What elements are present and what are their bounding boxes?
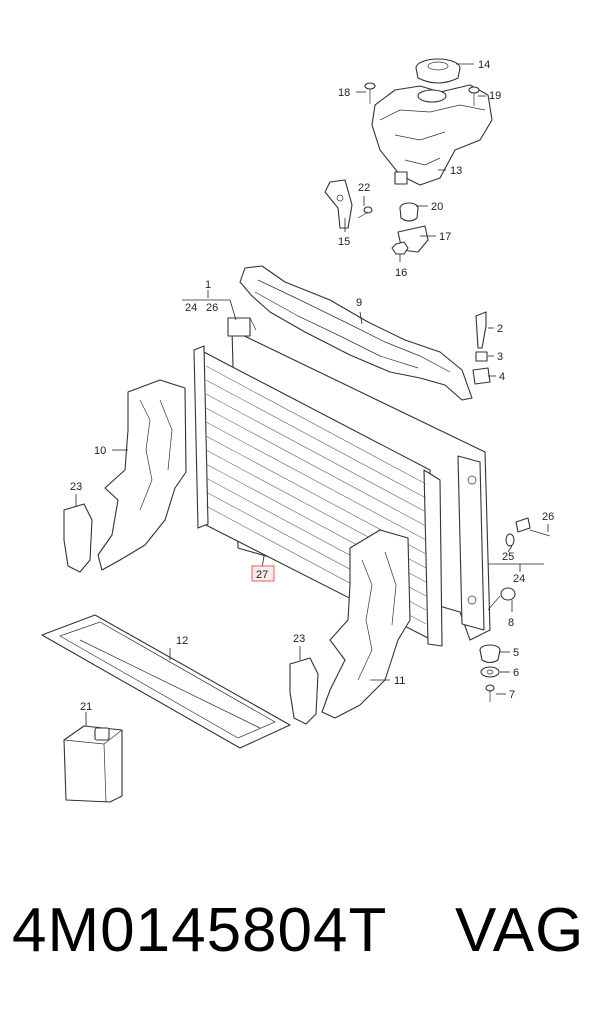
- cap-20: [399, 202, 419, 222]
- callout-26-top: 26: [206, 302, 218, 314]
- callout-23-left: 23: [70, 481, 82, 493]
- callout-6: 6: [513, 667, 519, 679]
- side-tank: [457, 455, 485, 631]
- callout-15: 15: [338, 236, 350, 248]
- bracket-15: [324, 179, 353, 229]
- parts-diagram: 14 18 19 13 22 20 17 15 16 1 24 26 9 2 3…: [41, 58, 554, 803]
- callout-19: 19: [489, 90, 501, 102]
- nut-16: [391, 241, 409, 255]
- underbody-panel: [41, 614, 291, 749]
- brand-label: VAG: [455, 896, 585, 965]
- air-guide-left: [97, 379, 187, 571]
- callout-11: 11: [394, 675, 405, 687]
- callout-23-right: 23: [293, 633, 305, 645]
- mount-8: [487, 587, 516, 611]
- callout-13: 13: [450, 165, 462, 177]
- bushing-5: [479, 644, 501, 664]
- callout-21: 21: [80, 701, 92, 713]
- bleed-screw-26: [515, 517, 551, 537]
- callout-12: 12: [176, 635, 188, 647]
- mount-4: [472, 367, 491, 385]
- callout-4: 4: [499, 371, 505, 383]
- callout-22: 22: [358, 182, 370, 194]
- clip-3: [475, 351, 488, 362]
- air-guide-right: [321, 529, 411, 719]
- callout-14: 14: [478, 59, 490, 71]
- screw-19: [468, 86, 480, 106]
- callout-26-right: 26: [542, 511, 554, 523]
- callout-17: 17: [439, 231, 451, 243]
- screw-22: [357, 206, 373, 219]
- callout-24-top: 24: [185, 302, 197, 314]
- highlight-box-27: [251, 565, 275, 582]
- filler-cap: [415, 58, 461, 84]
- callout-25: 25: [502, 551, 514, 563]
- oring-25: [505, 533, 515, 547]
- pin-2: [475, 311, 487, 349]
- washer-6: [480, 666, 500, 678]
- callout-20: 20: [431, 201, 443, 213]
- callout-3: 3: [497, 351, 503, 363]
- expansion-tank: [371, 84, 493, 186]
- callout-8: 8: [508, 617, 514, 629]
- callout-5: 5: [513, 647, 519, 659]
- callout-10: 10: [94, 445, 106, 457]
- callout-18: 18: [338, 87, 350, 99]
- screw-18: [364, 82, 376, 104]
- coolant-bottle: [63, 725, 123, 803]
- callout-7: 7: [509, 689, 515, 701]
- air-duct: [239, 265, 473, 401]
- callout-9: 9: [356, 297, 362, 309]
- leader-lines: [75, 63, 549, 726]
- callout-1: 1: [205, 279, 211, 291]
- bolt-7: [485, 684, 495, 702]
- callout-24-right: 24: [513, 573, 525, 585]
- callout-27: 27: [256, 569, 268, 581]
- seal-right: [289, 657, 319, 725]
- callout-16: 16: [395, 267, 407, 279]
- seal-left: [63, 503, 93, 573]
- part-number: 4M0145804T: [12, 896, 388, 965]
- callout-2: 2: [497, 323, 503, 335]
